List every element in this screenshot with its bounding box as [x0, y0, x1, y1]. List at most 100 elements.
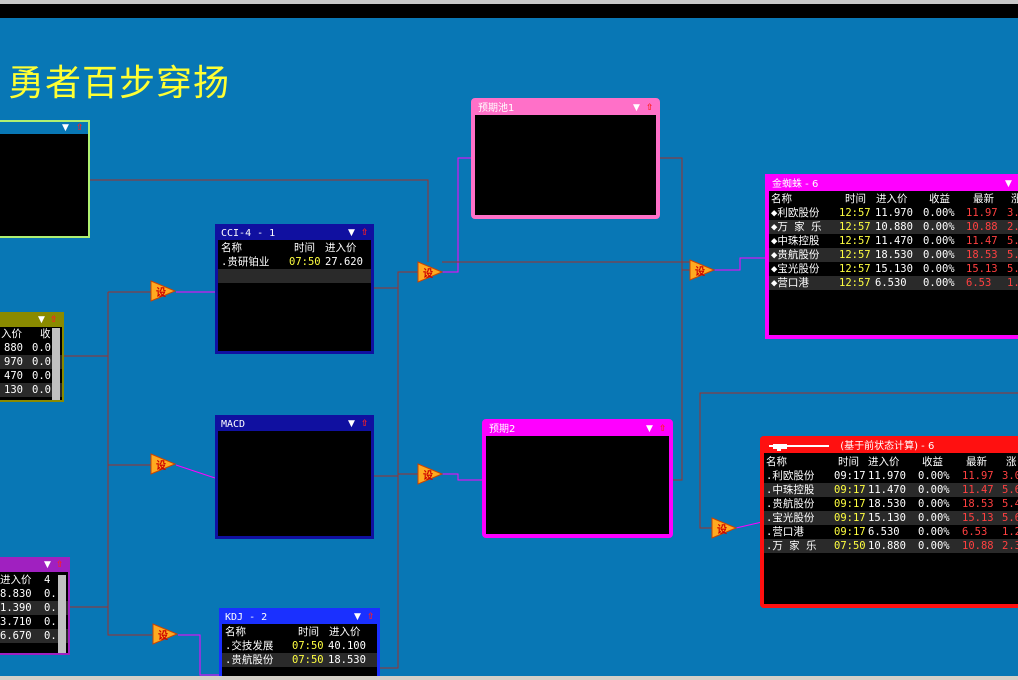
price-cell: 970	[4, 356, 23, 368]
price-cell: 1.390	[0, 602, 32, 614]
latest-cell: 11.47	[966, 235, 998, 247]
gate-icon[interactable]: 设	[711, 517, 738, 539]
gate-icon[interactable]: 设	[417, 261, 444, 283]
table-row[interactable]: .利欧股份 09:17 11.970 0.00% 11.97 3.0	[764, 469, 1018, 483]
name-cell: ◆中珠控股	[771, 235, 820, 247]
latest-cell: 11.97	[962, 470, 994, 482]
table-row[interactable]: .贵航股份 07:50 18.530	[222, 653, 377, 667]
panel-cci[interactable]: CCI-4 - 1 ▼ ⇧ 名称 时间 进入价 .贵研铂业 07:50 27.6…	[215, 224, 374, 354]
time-cell: 09:17	[834, 484, 866, 496]
panel-topleft[interactable]: ▼ ⇧	[0, 120, 90, 238]
up-arrow-icon[interactable]: ⇧	[50, 315, 58, 325]
table-row[interactable]: ◆利欧股份 12:57 11.970 0.00% 11.97 3.	[769, 206, 1018, 220]
up-arrow-icon[interactable]: ⇧	[361, 419, 369, 429]
latest-cell: 18.53	[966, 249, 998, 261]
table-row[interactable]: .营口港 09:17 6.530 0.00% 6.53 1.2	[764, 525, 1018, 539]
panel-title: CCI-4 - 1	[218, 227, 371, 240]
table-row[interactable]: .贵航股份 09:17 18.530 0.00% 18.53 5.4	[764, 497, 1018, 511]
dropdown-icon[interactable]: ▼	[38, 315, 45, 325]
panel-left-olive[interactable]: ▼ ⇧ 入价 收 880 0.0 970 0.0 470 0.0 130 0.0	[0, 312, 64, 402]
panel-title: 预期2	[486, 423, 669, 436]
column-header: 名称	[225, 626, 246, 638]
return-cell: 0.	[44, 588, 57, 600]
table-row[interactable]: 3.710 0.	[0, 615, 68, 629]
table-row[interactable]: 470 0.0	[0, 369, 62, 383]
data-table: 名称 时间 进入价 收益 最新 涨 .利欧股份 09:17 11.970 0.0…	[764, 455, 1018, 553]
change-cell: 5.6	[1002, 484, 1018, 496]
data-table: 名称 时间 进入价 收益 最新 涨 ◆利欧股份 12:57 11.970 0.0…	[769, 192, 1018, 290]
scrollbar[interactable]	[52, 328, 60, 400]
column-header: 时间	[298, 626, 319, 638]
return-cell: 0.00%	[918, 512, 950, 524]
dropdown-icon[interactable]: ▼	[354, 612, 361, 622]
table-row[interactable]: ◆中珠控股 12:57 11.470 0.00% 11.47 5.	[769, 234, 1018, 248]
table-row[interactable]: .万 家 乐 07:50 10.880 0.00% 10.88 2.3	[764, 539, 1018, 553]
dropdown-icon[interactable]: ▼	[44, 560, 51, 570]
table-row[interactable]: .中珠控股 09:17 11.470 0.00% 11.47 5.6	[764, 483, 1018, 497]
panel-macd[interactable]: MACD ▼ ⇧	[215, 415, 374, 539]
panel-kdj[interactable]: KDJ - 2 ▼ ⇧ 名称 时间 进入价 .交技发展 07:50 40.100…	[219, 608, 380, 680]
gate-icon[interactable]: 设	[152, 623, 179, 645]
dropdown-icon[interactable]: ▼	[348, 228, 355, 238]
table-row[interactable]: ◆万 家 乐 12:57 10.880 0.00% 10.88 2.	[769, 220, 1018, 234]
scrollbar[interactable]	[58, 575, 66, 653]
time-cell: 12:57	[839, 235, 871, 247]
up-arrow-icon[interactable]: ⇧	[659, 424, 667, 434]
gate-icon[interactable]: 设	[417, 463, 444, 485]
change-cell: 1.2	[1002, 526, 1018, 538]
column-header: 进入价	[876, 193, 908, 205]
table-row[interactable]: 880 0.0	[0, 341, 62, 355]
table-row[interactable]: .宝光股份 09:17 15.130 0.00% 15.13 5.6	[764, 511, 1018, 525]
price-cell: 10.880	[868, 540, 906, 552]
gate-triangle-icon	[150, 453, 177, 475]
price-cell: 6.530	[875, 277, 907, 289]
dropdown-icon[interactable]: ▼	[646, 424, 653, 434]
table-row[interactable]: 970 0.0	[0, 355, 62, 369]
up-arrow-icon[interactable]: ⇧	[361, 228, 369, 238]
gate-icon[interactable]: 设	[150, 453, 177, 475]
table-row[interactable]: ◆宝光股份 12:57 15.130 0.00% 15.13 5.	[769, 262, 1018, 276]
name-cell: ◆利欧股份	[771, 207, 820, 219]
table-row[interactable]: .交技发展 07:50 40.100	[222, 639, 377, 653]
price-cell: 27.620	[325, 256, 363, 268]
return-cell: 0.0	[32, 342, 51, 354]
table-row[interactable]: 130 0.0	[0, 383, 62, 397]
up-arrow-icon[interactable]: ⇧	[56, 560, 64, 570]
panel-yuqi1[interactable]: 预期池1 ▼ ⇧	[471, 98, 660, 219]
table-row[interactable]: ◆营口港 12:57 6.530 0.00% 6.53 1.	[769, 276, 1018, 290]
gate-icon[interactable]: 设	[150, 280, 177, 302]
up-arrow-icon[interactable]: ⇧	[367, 612, 375, 622]
table-row[interactable]: 6.670 0.	[0, 629, 68, 643]
price-cell: 880	[4, 342, 23, 354]
gate-label: 设	[156, 461, 166, 472]
dropdown-icon[interactable]: ▼	[1005, 179, 1012, 189]
price-cell: 3.710	[0, 616, 32, 628]
up-arrow-icon[interactable]: ⇧	[646, 103, 654, 113]
price-cell: 40.100	[328, 640, 366, 652]
data-table: 进入价 4 8.830 0. 1.390 0. 3.710 0. 6.670 0…	[0, 573, 68, 643]
column-header: 进入价	[325, 242, 357, 254]
price-cell: 6.530	[868, 526, 900, 538]
table-row[interactable]: ◆贵航股份 12:57 18.530 0.00% 18.53 5.	[769, 248, 1018, 262]
latest-cell: 10.88	[966, 221, 998, 233]
gate-icon[interactable]: 设	[689, 259, 716, 281]
column-header: 时间	[845, 193, 866, 205]
panel-yuqi2[interactable]: 预期2 ▼ ⇧	[482, 419, 673, 538]
column-header: 进入价	[0, 574, 32, 586]
table-row[interactable]: 8.830 0.	[0, 587, 68, 601]
change-cell: 1.	[1007, 277, 1018, 289]
up-arrow-icon[interactable]: ⇧	[76, 123, 84, 133]
table-row[interactable]: .贵研铂业 07:50 27.620	[218, 255, 371, 269]
dropdown-icon[interactable]: ▼	[633, 103, 640, 113]
time-cell: 12:57	[839, 277, 871, 289]
panel-jiyu[interactable]: (基于前状态计算) - 6 名称 时间 进入价 收益 最新 涨 .利欧股份 09…	[760, 436, 1018, 608]
panel-jinzhizhu[interactable]: 金蜘蛛 - 6 ▼ 名称 时间 进入价 收益 最新 涨 ◆利欧股份 12:57 …	[765, 174, 1018, 339]
top-toolbar	[0, 0, 1018, 4]
column-header: 时间	[838, 456, 859, 468]
dropdown-icon[interactable]: ▼	[348, 419, 355, 429]
table-row[interactable]: 1.390 0.	[0, 601, 68, 615]
panel-left-purple[interactable]: ▼ ⇧ 进入价 4 8.830 0. 1.390 0. 3.710 0. 6.6…	[0, 557, 70, 655]
dropdown-icon[interactable]: ▼	[62, 123, 69, 133]
time-cell: 12:57	[839, 221, 871, 233]
